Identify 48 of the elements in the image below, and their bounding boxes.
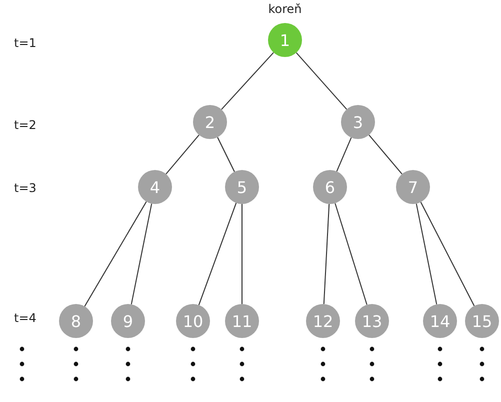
tree-node-circle <box>313 170 347 204</box>
level-label: t=2 <box>14 118 36 132</box>
connector-line <box>198 202 237 306</box>
tree-node-circle <box>225 304 259 338</box>
tree-node-circle <box>465 304 499 338</box>
node-number: 2 <box>204 112 216 132</box>
node-caption: koreň <box>268 2 302 16</box>
node-number: 1 <box>280 30 290 50</box>
connector-line <box>323 203 330 305</box>
tree-node-circle <box>423 304 457 338</box>
tree-node-circle <box>341 105 375 139</box>
connector-line <box>334 202 368 306</box>
level-label: t=1 <box>14 36 36 50</box>
connector-line <box>420 202 475 306</box>
node-number: 7 <box>408 178 418 196</box>
tree-node-circle <box>306 304 340 338</box>
connector-line <box>165 134 200 175</box>
tree-node-circle <box>355 304 389 338</box>
node-number: 5 <box>236 178 248 196</box>
connector-line <box>416 203 438 305</box>
node-number: 6 <box>324 178 336 196</box>
connector-line <box>130 203 152 305</box>
tree-node-circle <box>268 23 302 57</box>
connector-line <box>84 201 147 307</box>
tree-node-circle <box>111 304 145 338</box>
node-number: 14 <box>430 312 450 330</box>
level-label: t=3 <box>14 181 36 195</box>
tree-node-circle <box>138 170 172 204</box>
tree-node-circle <box>396 170 430 204</box>
tree-node-circle <box>59 304 93 338</box>
connector-line <box>217 136 235 172</box>
tree-node-circle <box>225 170 259 204</box>
connector-line <box>296 52 348 110</box>
connector-line <box>220 52 274 110</box>
node-number: 15 <box>472 312 492 330</box>
node-number: 12 <box>312 312 334 330</box>
tree-node-circle <box>193 105 227 139</box>
tree-node-circle <box>176 304 210 338</box>
node-number: 3 <box>352 112 364 132</box>
node-number: 9 <box>122 312 134 330</box>
node-number: 10 <box>182 312 204 330</box>
node-number: 4 <box>150 178 160 196</box>
node-number: 8 <box>70 312 82 330</box>
node-number: 13 <box>362 312 382 330</box>
level-label: t=4 <box>14 311 36 325</box>
connector-line <box>336 137 352 172</box>
connector-line <box>368 134 403 175</box>
node-number: 11 <box>232 312 252 330</box>
